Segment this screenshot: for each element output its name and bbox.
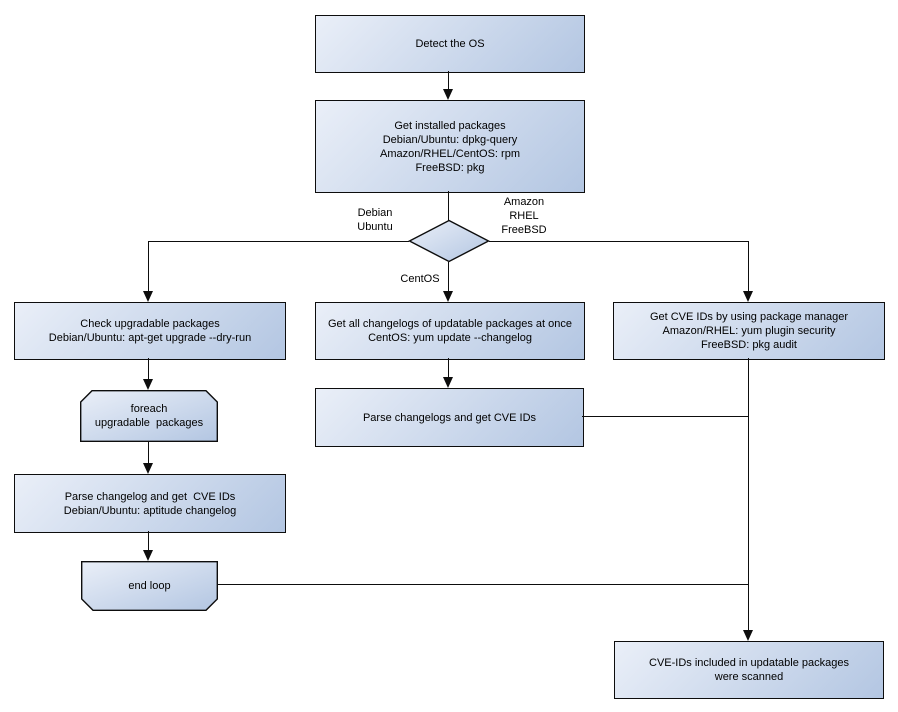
- node-os-decision-diamond: [407, 219, 491, 263]
- arrowhead-foreach: [143, 379, 153, 390]
- connector-check-to-foreach: [148, 358, 149, 380]
- connector-installed-to-decision: [448, 191, 449, 221]
- node-detect-os: Detect the OS: [315, 15, 585, 73]
- node-foreach-loop-shape: [79, 389, 219, 442]
- connector-foreach-to-parse: [148, 442, 149, 464]
- connector-decision-left-vertical: [148, 241, 149, 292]
- connector-decision-right-vertical: [748, 241, 749, 292]
- node-end-loop-text: end loop: [128, 580, 171, 592]
- arrowhead-check-upgradable: [143, 291, 153, 302]
- arrowhead-parse-changelogs: [443, 377, 453, 388]
- arrowhead-get-all-changelogs: [443, 291, 453, 302]
- connector-parse-changelogs-merge: [582, 416, 749, 417]
- connector-end-loop-merge: [218, 584, 749, 585]
- node-get-all-changelogs: Get all changelogs of updatable packages…: [315, 302, 585, 360]
- connector-decision-left-horizontal: [148, 241, 409, 242]
- connector-parse-to-endloop: [148, 531, 149, 551]
- arrowhead-parse-changelog: [143, 463, 153, 474]
- connector-detect-to-installed: [448, 71, 449, 90]
- arrowhead-scan-result: [743, 630, 753, 641]
- arrowhead-get-cve-ids: [743, 291, 753, 302]
- node-end-loop-shape: [80, 560, 219, 611]
- connector-changelogs-to-parse: [448, 358, 449, 378]
- connector-decision-right-horizontal: [489, 241, 748, 242]
- connector-decision-centos: [448, 262, 449, 292]
- node-parse-changelogs-centos: Parse changelogs and get CVE IDs: [315, 388, 584, 447]
- arrowhead-installed: [443, 89, 453, 100]
- edge-label-centos: CentOS: [400, 273, 440, 285]
- connector-cve-to-result: [748, 358, 749, 631]
- arrowhead-end-loop: [143, 550, 153, 561]
